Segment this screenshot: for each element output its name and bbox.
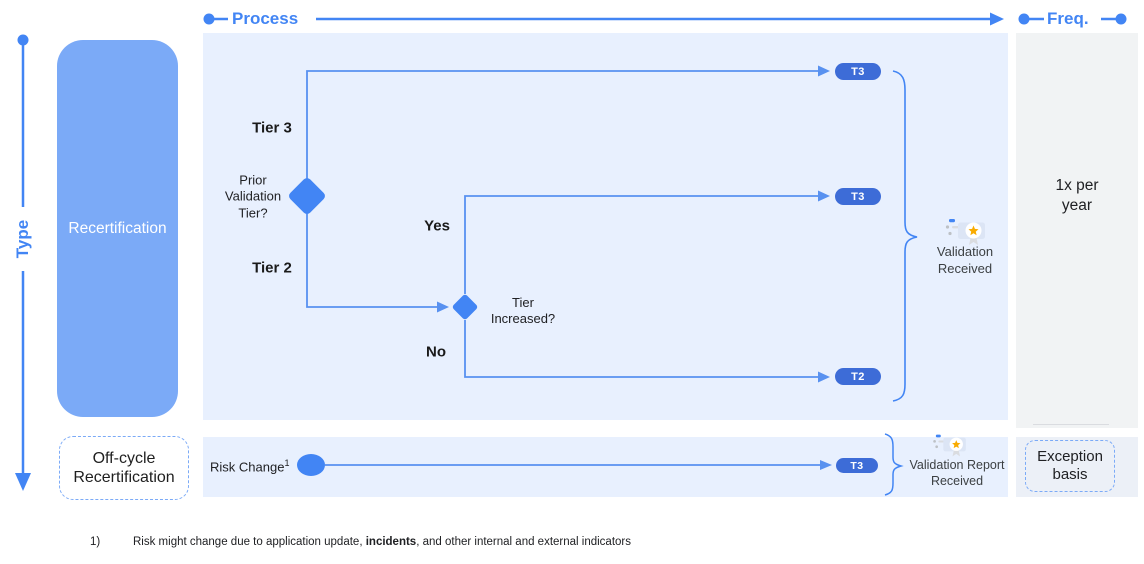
tier-pill-t3-offcycle: T3	[836, 458, 878, 473]
risk-change-footnote-ref: 1	[284, 458, 290, 468]
freq-divider-line	[1033, 424, 1109, 425]
footnote-marker: 1)	[90, 536, 101, 548]
freq-axis-end-dot	[1115, 13, 1127, 25]
offcycle-recertification-box: Off-cycle Recertification	[59, 436, 189, 500]
yes-branch-label: Yes	[424, 217, 450, 235]
process-axis-start-dot	[203, 13, 215, 25]
freq-panel	[1016, 33, 1138, 428]
freq-yearly-label: 1x per year	[1055, 176, 1099, 214]
tier-pill-t3-top: T3	[835, 63, 881, 80]
footnote-text: Risk might change due to application upd…	[133, 536, 632, 548]
recertification-label: Recertification	[68, 219, 167, 237]
no-branch-label: No	[426, 343, 446, 361]
tier2-branch-label: Tier 2	[252, 259, 292, 277]
tier3-branch-label: Tier 3	[252, 119, 292, 137]
tier-pill-t2: T2	[835, 368, 881, 385]
freq-axis-label: Freq.	[1047, 9, 1089, 28]
type-axis-start-dot	[17, 34, 29, 46]
certificate-icon	[945, 217, 987, 252]
decision-prior-tier-label: Prior Validation Tier?	[224, 172, 282, 221]
risk-change-label: Risk Change1	[210, 458, 290, 475]
tier-pill-t3-mid: T3	[835, 188, 881, 205]
validation-report-received-label: Validation Report Received	[909, 457, 1005, 488]
process-panel-offcycle	[203, 437, 1008, 497]
type-axis-label: Type	[13, 219, 32, 259]
process-axis-arrowhead	[990, 12, 1004, 26]
recertification-box: Recertification	[57, 40, 178, 417]
process-axis-label: Process	[232, 9, 299, 28]
certificate-icon-offcycle	[932, 433, 968, 463]
type-axis-arrowhead	[15, 473, 31, 491]
validation-received-label: Validation Received	[936, 244, 994, 276]
exception-basis-box: Exception basis	[1025, 440, 1115, 492]
freq-axis-start-dot	[1018, 13, 1030, 25]
process-panel-recertification	[203, 33, 1008, 420]
decision-tier-increased-label: Tier Increased?	[490, 294, 556, 326]
freq-panel-offcycle	[1016, 437, 1138, 497]
